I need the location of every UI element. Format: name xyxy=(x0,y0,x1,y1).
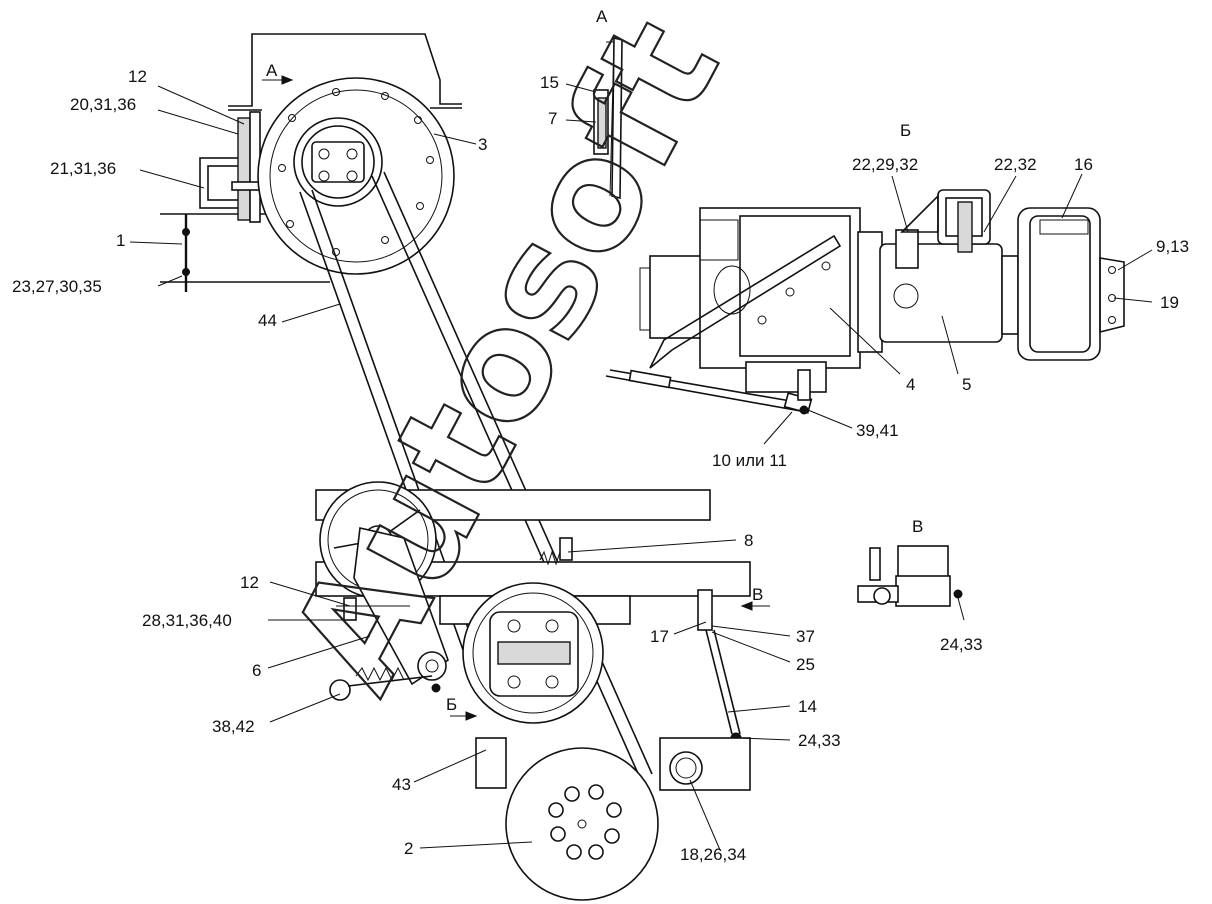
callout-2: 2 xyxy=(404,839,413,858)
view-b-title: Б xyxy=(900,121,911,140)
callout-4: 4 xyxy=(906,375,915,394)
callout-28-31-36-40: 28,31,36,40 xyxy=(142,611,232,630)
callout-18-26-34: 18,26,34 xyxy=(680,845,746,864)
callout-20-31-36: 20,31,36 xyxy=(70,95,136,114)
callout-19: 19 xyxy=(1160,293,1179,312)
callout-7: 7 xyxy=(548,109,557,128)
callout-44: 44 xyxy=(258,311,277,330)
callout-5: 5 xyxy=(962,375,971,394)
view-v-title: В xyxy=(912,517,923,536)
callout-23-27-30-35: 23,27,30,35 xyxy=(12,277,102,296)
callout-1: 1 xyxy=(116,231,125,250)
view-a-title: А xyxy=(596,7,608,26)
callout-15: 15 xyxy=(540,73,559,92)
callout-16: 16 xyxy=(1074,155,1093,174)
callout-38-42: 38,42 xyxy=(212,717,255,736)
view-a-arrow-label: А xyxy=(266,61,278,80)
view-b-arrow-label: Б xyxy=(446,695,457,714)
callout-17: 17 xyxy=(650,627,669,646)
callout-14: 14 xyxy=(798,697,817,716)
callout-22-32: 22,32 xyxy=(994,155,1037,174)
callout-24-33-view-v: 24,33 xyxy=(940,635,983,654)
view-v-detail xyxy=(857,545,963,607)
callout-12-top: 12 xyxy=(128,67,147,86)
callout-21-31-36: 21,31,36 xyxy=(50,159,116,178)
callout-39-41: 39,41 xyxy=(856,421,899,440)
callout-22-29-32: 22,29,32 xyxy=(852,155,918,174)
callout-24-33-lower: 24,33 xyxy=(798,731,841,750)
drive-pulley-assembly xyxy=(475,737,751,901)
callout-6: 6 xyxy=(252,661,261,680)
callout-37: 37 xyxy=(796,627,815,646)
leader-lines xyxy=(129,83,1153,851)
callout-labels: А А Б Б В В 12 20,31,36 21,31,36 1 23,27… xyxy=(12,7,1189,864)
callout-3: 3 xyxy=(478,135,487,154)
view-v-arrow-label: В xyxy=(752,585,763,604)
tensioner-assembly xyxy=(315,481,770,744)
callout-10-or-11: 10 или 11 xyxy=(712,451,787,470)
callout-12-middle: 12 xyxy=(240,573,259,592)
callout-25: 25 xyxy=(796,655,815,674)
view-a-detail xyxy=(593,36,623,200)
pump-assembly xyxy=(605,189,1125,415)
upper-pulley-assembly xyxy=(160,33,462,292)
callout-8: 8 xyxy=(744,531,753,550)
callout-9-13: 9,13 xyxy=(1156,237,1189,256)
callout-43: 43 xyxy=(392,775,411,794)
